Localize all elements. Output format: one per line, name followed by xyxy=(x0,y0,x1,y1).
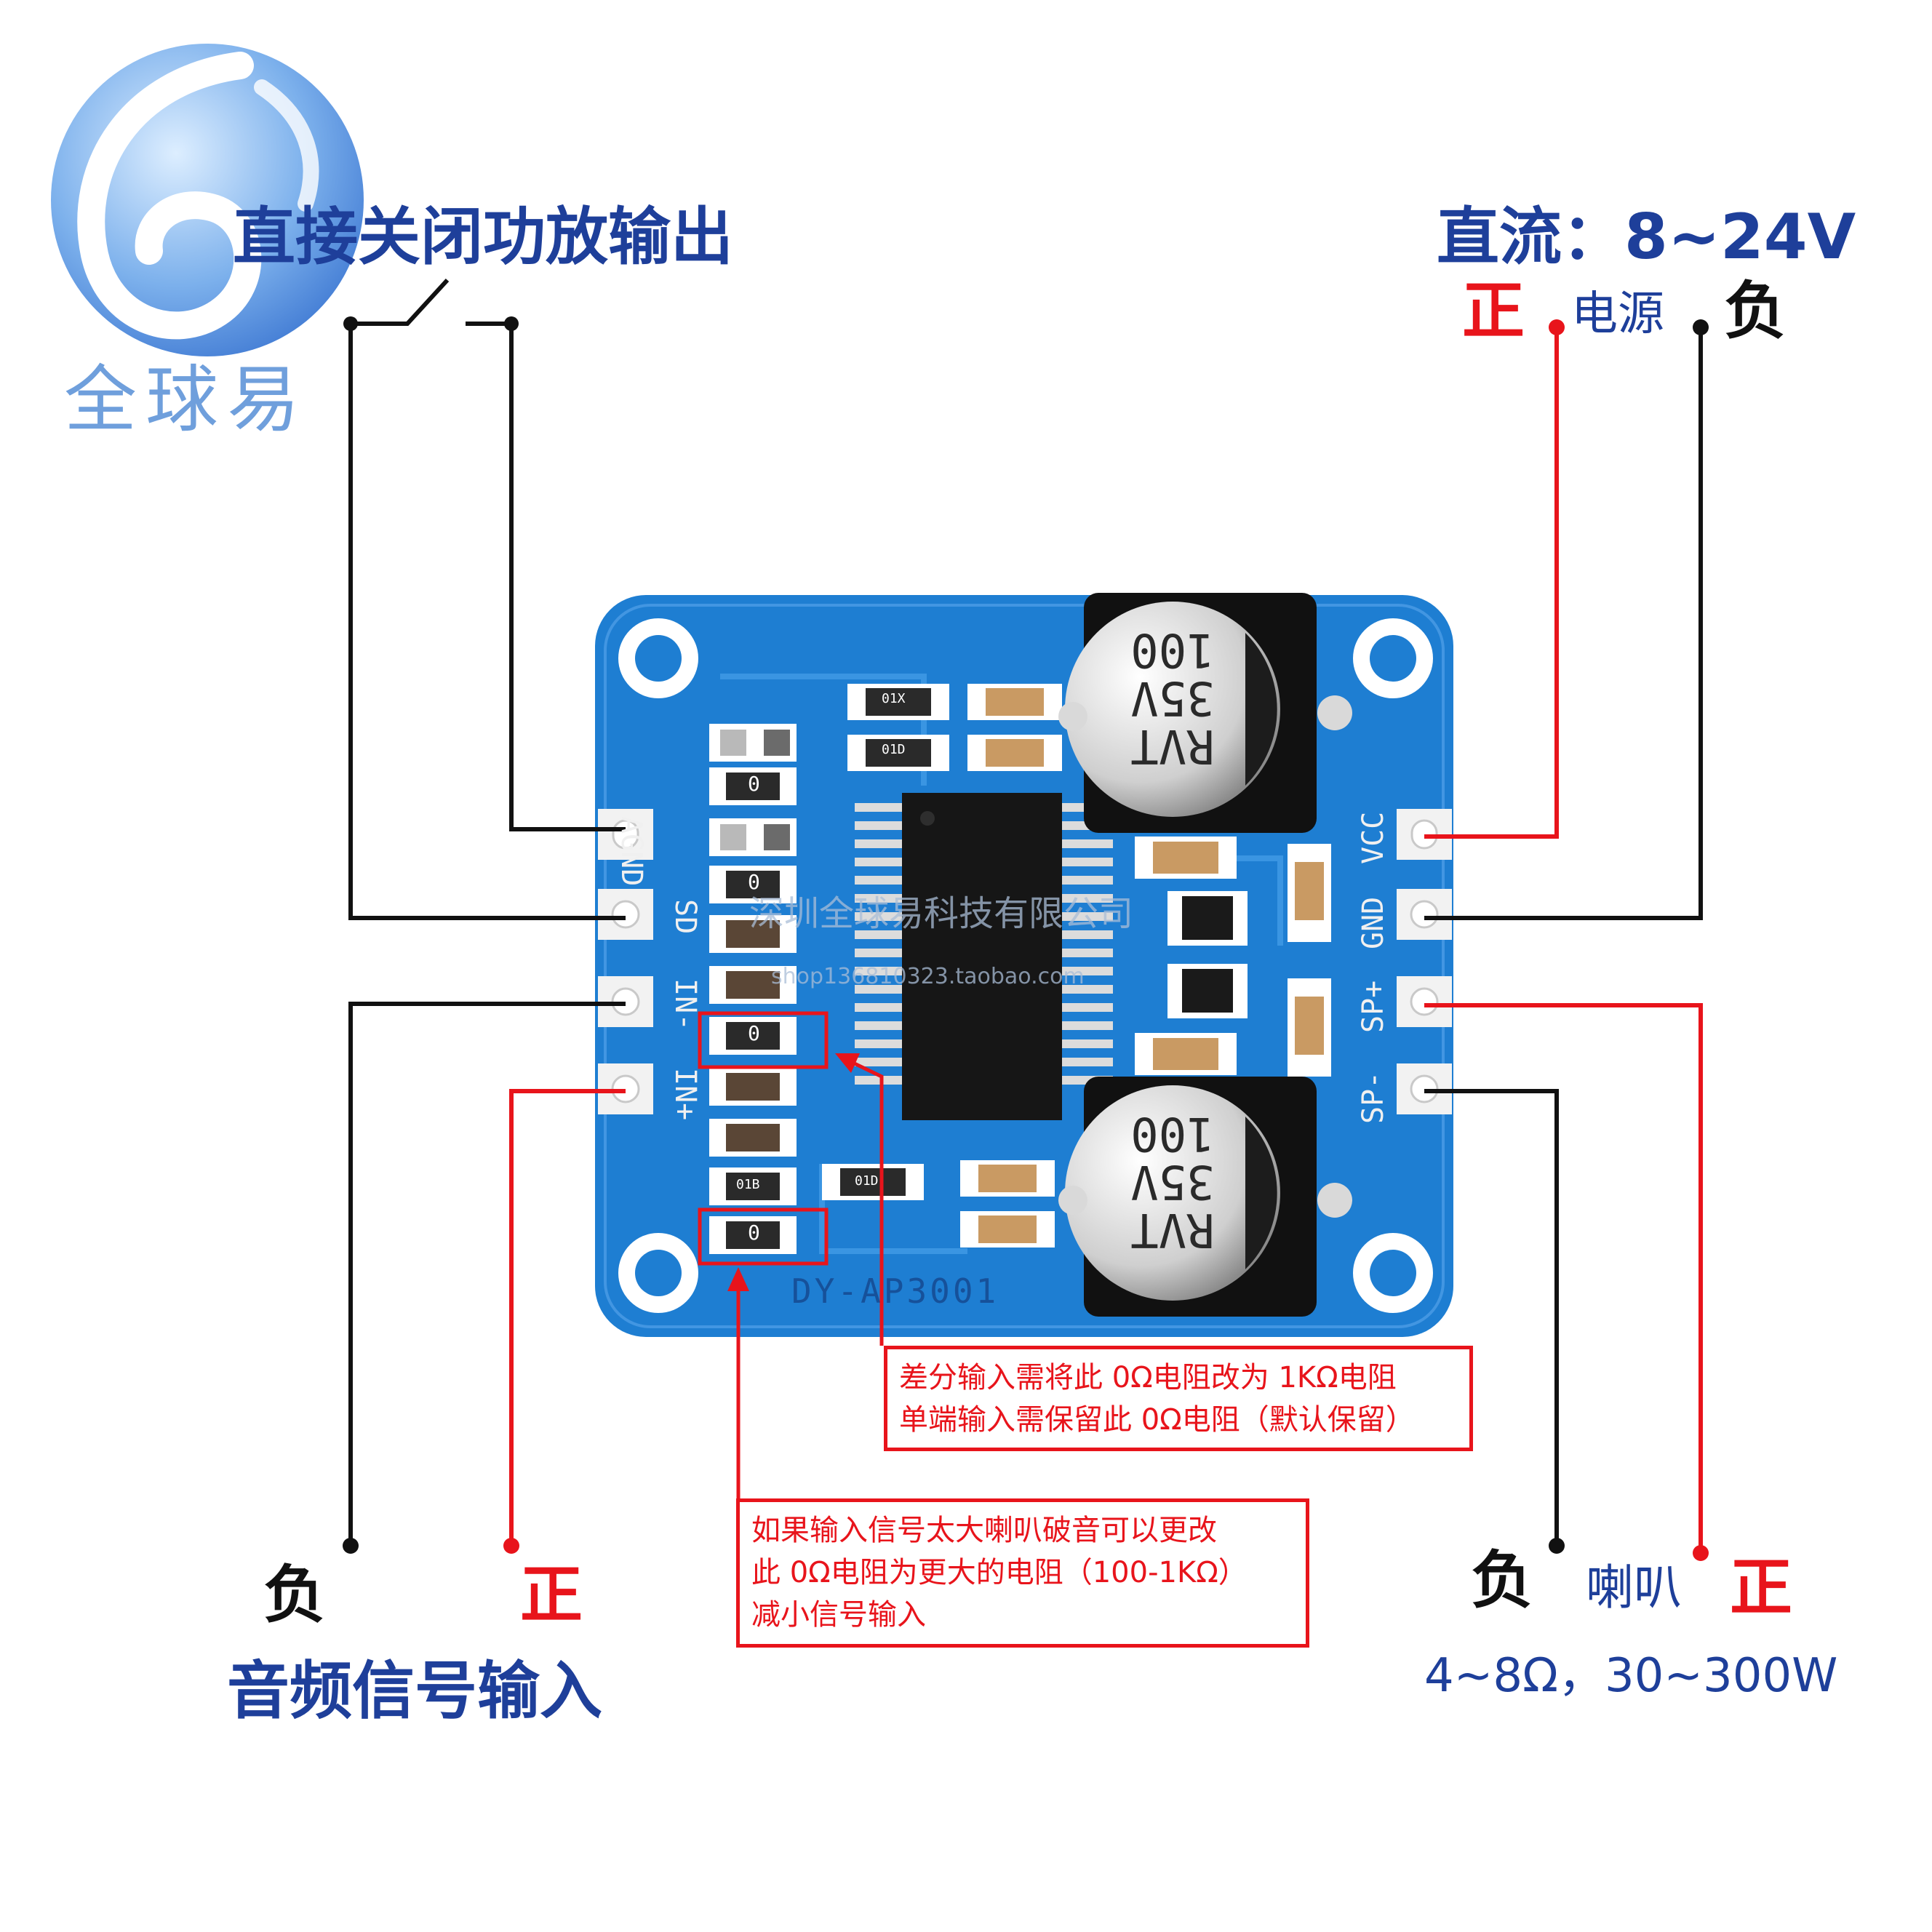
smd-parts-top xyxy=(822,684,1062,1248)
amplifier-board xyxy=(595,593,1453,1337)
resistor-code: 01B xyxy=(736,1177,760,1192)
pin-label-gnd: GND xyxy=(1357,896,1390,949)
audio-negative-label: 负 xyxy=(263,1559,326,1632)
speaker-spec: 4~8Ω，30~300W xyxy=(1424,1649,1838,1703)
power-negative-label: 负 xyxy=(1724,275,1787,348)
watermark-company: 深圳全球易科技有限公司 xyxy=(749,893,1134,934)
zero-ohm-mark: 0 xyxy=(748,870,760,894)
power-wires xyxy=(1424,319,1709,920)
zero-ohm-mark: 0 xyxy=(748,1021,760,1045)
smd-parts-right xyxy=(1135,837,1331,1077)
pin-label-sp-plus: SP+ xyxy=(1357,980,1390,1033)
speaker-positive-label: 正 xyxy=(1730,1552,1792,1624)
capacitor-top-text: RVT 35V 100 xyxy=(1130,623,1215,773)
power-name-label: 电源 xyxy=(1571,287,1664,341)
brand-logo-icon xyxy=(51,44,364,356)
capacitor-bottom-text: RVT 35V 100 xyxy=(1130,1106,1215,1256)
audio-input-wires xyxy=(343,1002,626,1554)
watermark-shop: shop136810323.taobao.com xyxy=(771,964,1085,989)
shutdown-title: 直接关闭功放输出 xyxy=(233,201,733,274)
note-overdrive: 如果输入信号太大喇叭破音可以更改 此 0Ω电阻为更大的电阻（100-1KΩ） 减… xyxy=(736,1498,1309,1648)
callout-arrow-differential xyxy=(835,1053,884,1346)
capacitor-bottom xyxy=(1058,1077,1352,1317)
audio-input-title: 音频信号输入 xyxy=(227,1655,602,1728)
brand-logo-text: 全球易 xyxy=(64,357,308,442)
power-positive-label: 正 xyxy=(1462,275,1525,348)
resistor-column xyxy=(709,724,797,1254)
capacitor-top xyxy=(1058,593,1352,833)
highlight-box-gain-resistor xyxy=(698,1208,829,1266)
pin-label-in-minus: IN- xyxy=(668,978,702,1031)
pin-label-sp-minus: SP- xyxy=(1357,1071,1390,1124)
note-differential-input: 差分输入需将此 0Ω电阻改为 1KΩ电阻 单端输入需保留此 0Ω电阻（默认保留） xyxy=(884,1346,1473,1451)
pin-label-sd: SD xyxy=(668,899,702,935)
shutdown-switch-wire xyxy=(343,278,626,920)
speaker-name-label: 喇叭 xyxy=(1586,1560,1682,1616)
speaker-wires xyxy=(1424,1003,1709,1561)
resistor-code: 01X xyxy=(882,691,906,706)
callout-arrow-overdrive xyxy=(727,1267,749,1498)
board-model: DY-AP3001 xyxy=(791,1272,999,1311)
pin-label-agnd: AGND xyxy=(615,816,648,887)
mounting-hole-icon xyxy=(618,618,1433,1313)
pin-label-vcc: VCC xyxy=(1357,811,1390,864)
audio-positive-label: 正 xyxy=(520,1559,583,1632)
resistor-code: 01D xyxy=(855,1173,879,1189)
zero-ohm-mark: 0 xyxy=(748,1221,760,1245)
resistor-code: 01D xyxy=(882,742,906,757)
zero-ohm-mark: 0 xyxy=(748,772,760,796)
pin-label-in-plus: IN+ xyxy=(668,1068,702,1121)
highlight-box-input-resistor xyxy=(698,1011,829,1069)
power-spec: 直流：8~24V xyxy=(1437,201,1856,274)
amplifier-ic-chip xyxy=(855,793,1113,1120)
speaker-negative-label: 负 xyxy=(1471,1544,1533,1617)
